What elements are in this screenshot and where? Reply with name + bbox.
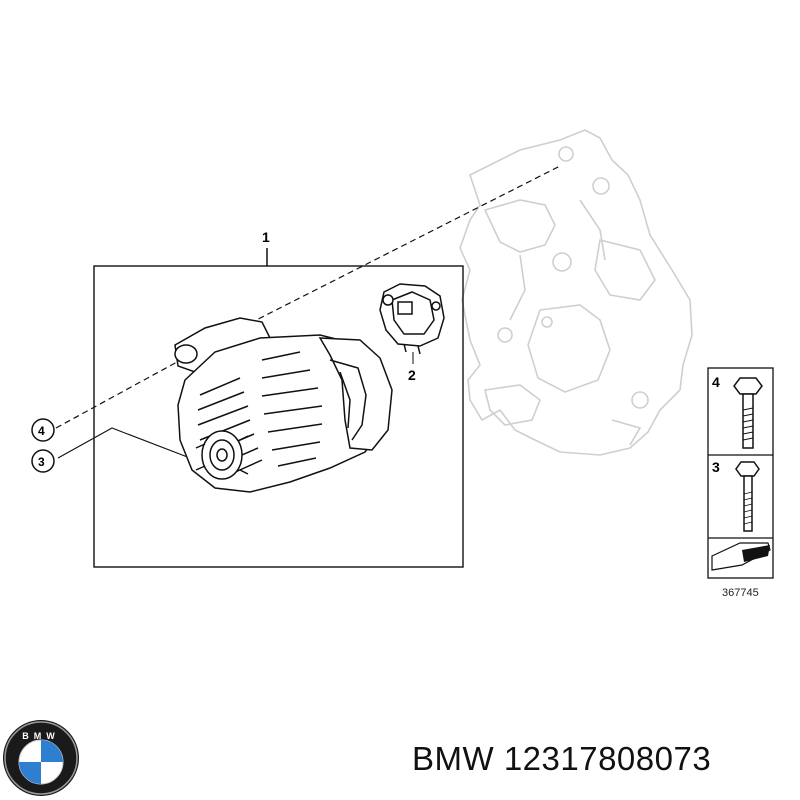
callout-label-2: 2 (408, 367, 416, 383)
callout-bolt-small: 3 (31, 449, 55, 473)
assembly-frame (93, 265, 464, 568)
callout-label-1: 1 (262, 229, 270, 245)
voltage-regulator (379, 283, 445, 364)
part-number-caption: BMW 12317808073 (412, 740, 712, 777)
alternator (174, 317, 393, 493)
alignment-line (55, 165, 561, 429)
hardware-label-4: 4 (712, 374, 720, 390)
svg-text:BMW: BMW (22, 731, 60, 741)
callout-label-4: 4 (38, 424, 45, 438)
engine-bracket-outline (459, 129, 693, 456)
leader-line-3 (57, 427, 191, 459)
hardware-label-3: 3 (712, 459, 720, 475)
hardware-panel: 4 3 (707, 367, 774, 579)
callout-assembly: 1 (262, 229, 270, 266)
bmw-logo: BMW (3, 720, 79, 796)
arrow-symbol-icon (711, 542, 771, 571)
bolt-large-icon (733, 377, 763, 449)
callout-label-3: 3 (38, 455, 45, 469)
bolt-small-icon (735, 461, 760, 532)
drawing-number: 367745 (722, 587, 759, 599)
callout-bolt-large: 4 (31, 418, 55, 442)
